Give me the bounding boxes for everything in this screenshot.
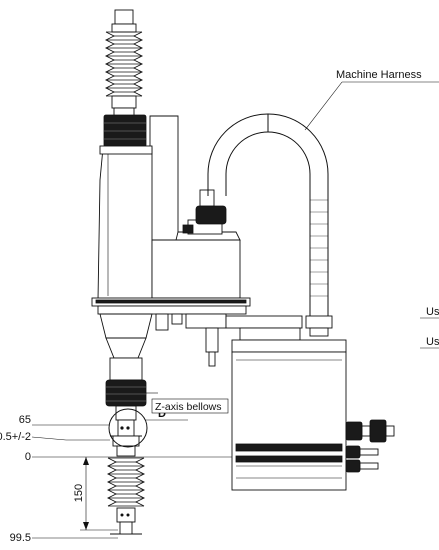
bellows-edge	[134, 457, 146, 507]
callout-machine-harness: Machine Harness	[304, 69, 439, 131]
robot-body	[91, 114, 303, 367]
machine-harness-label: Machine Harness	[336, 69, 422, 81]
base-unit	[231, 339, 395, 491]
dim-99-5: 99.5	[10, 532, 31, 544]
bellows-edge	[106, 457, 118, 507]
z-axis-bellows-label: Z-axis bellows	[155, 401, 222, 413]
dim-150: 150	[73, 484, 85, 502]
bellows-edge	[132, 31, 144, 97]
dim-0: 0	[25, 451, 31, 463]
bellows-edge	[104, 31, 116, 97]
dimension-lines	[31, 424, 232, 539]
us-label-2: Us	[426, 336, 439, 348]
dim-50-5: 50.5+/-2	[0, 431, 31, 443]
callout-z-axis-bellows: Z-axis bellows	[146, 392, 229, 414]
machine-harness	[207, 113, 333, 337]
upper-bellows	[104, 9, 144, 117]
detail-label-d: D	[158, 408, 166, 420]
lower-shaft	[99, 313, 153, 535]
detail-circle	[108, 408, 148, 448]
dim-65: 65	[19, 414, 31, 426]
us-label-1: Us	[426, 306, 439, 318]
callout-us: Us Us	[420, 306, 439, 349]
